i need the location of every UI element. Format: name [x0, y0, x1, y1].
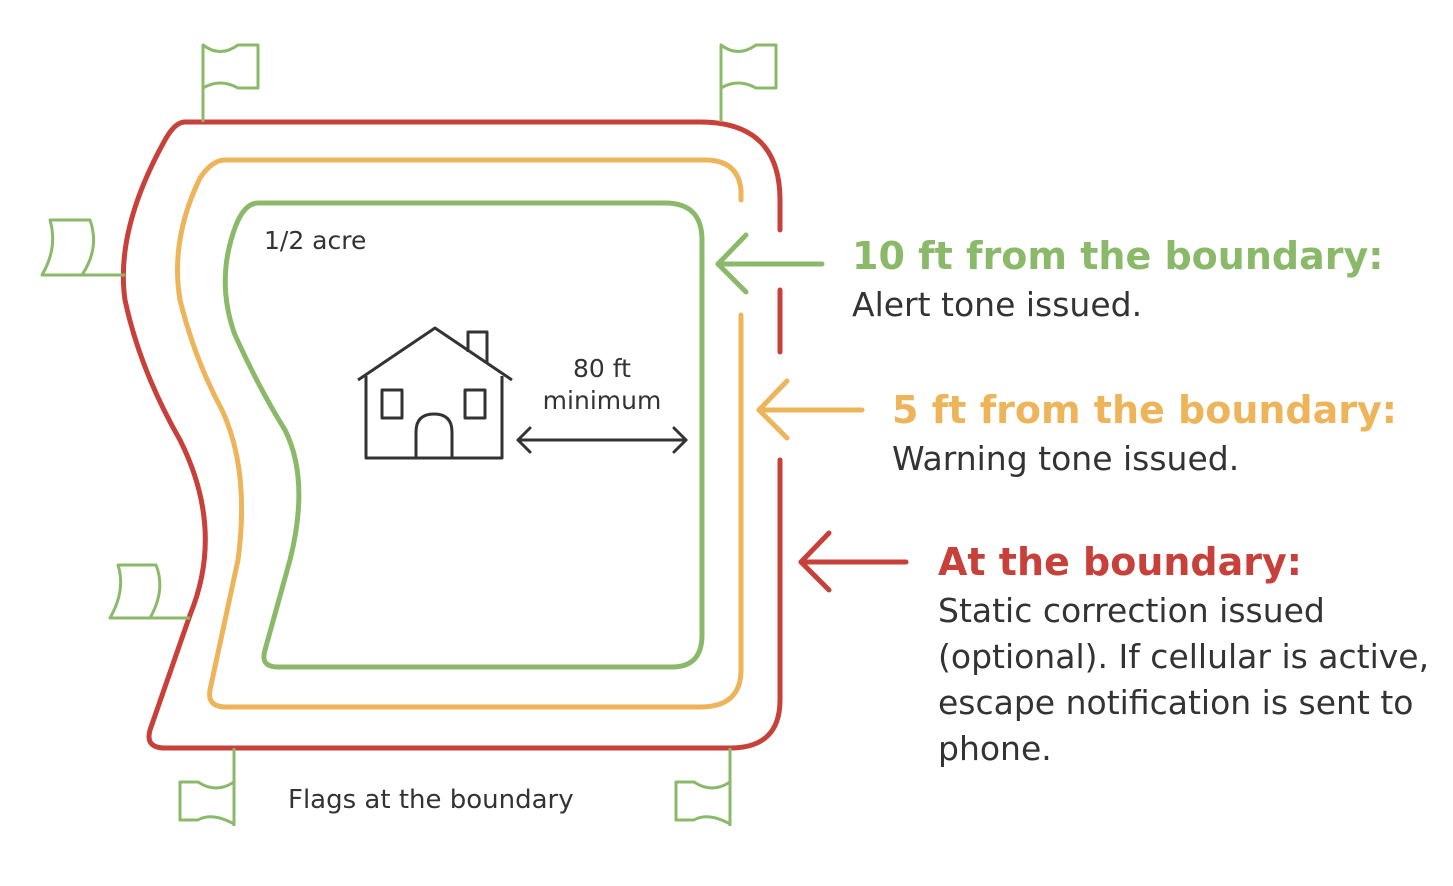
- zone-description: Warning tone issued.: [892, 439, 1240, 478]
- zone-title-colon: :: [1286, 540, 1302, 584]
- zone-title: 10 ft from the boundary:: [852, 234, 1383, 278]
- flag-icon: [674, 748, 732, 826]
- zone-title: At the boundary:: [938, 540, 1438, 584]
- zone-title-colon: :: [1368, 234, 1384, 278]
- distance-value: 80 ft: [573, 354, 631, 383]
- flag-icon: [201, 43, 260, 122]
- zone-title-colon: :: [1381, 388, 1397, 432]
- flags-caption: Flags at the boundary: [288, 785, 574, 815]
- flag-icon: [40, 218, 125, 277]
- warning-line-yellow: [175, 157, 744, 710]
- arrow-left-icon: [756, 378, 865, 441]
- house-icon: [357, 326, 513, 460]
- zone-title-text: 5 ft from the boundary: [892, 388, 1382, 432]
- distance-qualifier: minimum: [542, 386, 662, 415]
- flag-icon: [719, 43, 778, 122]
- zone-10ft: 10 ft from the boundary: Alert tone issu…: [852, 234, 1383, 328]
- alert-line-green: [222, 200, 705, 670]
- arrow-left-icon: [798, 530, 909, 593]
- yard-area-label: 1/2 acre: [264, 226, 367, 255]
- arrow-left-icon: [715, 232, 825, 295]
- zone-boundary: At the boundary: Static correction issue…: [938, 540, 1438, 772]
- flag-icon: [178, 748, 236, 826]
- zone-title: 5 ft from the boundary:: [892, 388, 1397, 432]
- zone-title-text: At the boundary: [938, 540, 1287, 584]
- zone-5ft: 5 ft from the boundary: Warning tone iss…: [892, 388, 1397, 482]
- distance-arrow: [516, 426, 688, 454]
- zone-description: Alert tone issued.: [852, 285, 1143, 324]
- zone-description: Static correction issued (optional). If …: [938, 591, 1430, 768]
- zone-title-text: 10 ft from the boundary: [852, 234, 1369, 278]
- flag-icon: [108, 563, 190, 620]
- house-distance-label: 80 ft minimum: [522, 353, 682, 417]
- boundary-line-red: [120, 119, 783, 751]
